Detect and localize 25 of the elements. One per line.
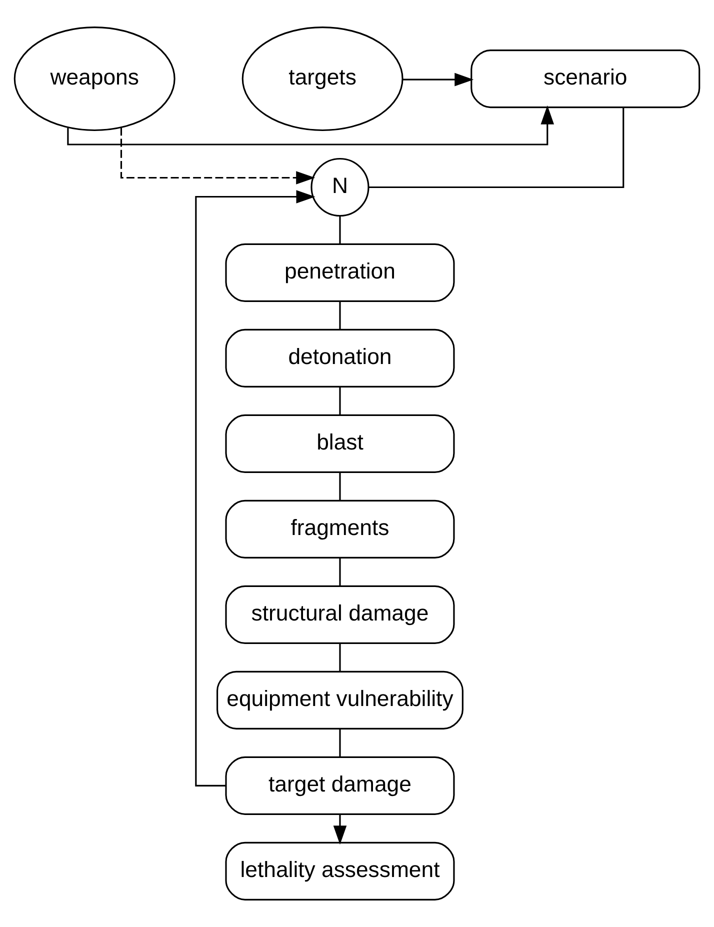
node-box: fragments — [225, 500, 455, 558]
node-ellipse: targets — [242, 26, 404, 132]
arrow — [195, 190, 316, 786]
connector — [339, 729, 341, 757]
node-circle: N — [310, 158, 370, 217]
connector — [368, 108, 624, 188]
arrow — [333, 814, 347, 845]
node-box: scenario — [470, 50, 700, 108]
node-box: penetration — [225, 243, 455, 302]
node-ellipse: weapons — [14, 26, 176, 132]
arrow — [120, 128, 316, 184]
connector — [339, 472, 341, 500]
node-box: lethality assessment — [225, 842, 455, 900]
connector — [339, 387, 341, 415]
arrow — [402, 72, 474, 86]
node-box: blast — [225, 414, 455, 473]
connector — [339, 216, 341, 244]
node-box: detonation — [225, 328, 455, 388]
connector — [339, 644, 341, 672]
node-box: structural damage — [225, 585, 455, 644]
arrow — [67, 105, 554, 146]
node-box: target damage — [225, 756, 455, 815]
node-box: equipment vulnerability — [216, 670, 464, 730]
connector — [339, 302, 341, 330]
connector — [339, 558, 341, 586]
